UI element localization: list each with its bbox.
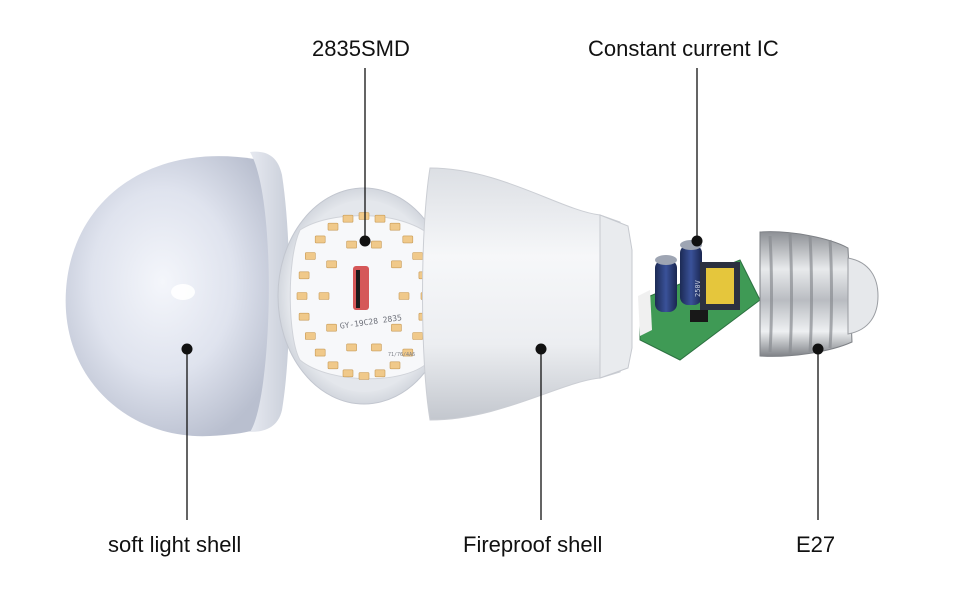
pcb-code-print: 71/76/4A6 (388, 352, 415, 358)
dot-fireproof-shell (535, 343, 547, 355)
smd-led (327, 361, 339, 370)
smd-led (296, 292, 308, 300)
smd-led (402, 348, 414, 357)
label-2835smd: 2835SMD (312, 36, 410, 61)
smd-led (298, 271, 310, 280)
smd-led (304, 252, 316, 260)
smd-led (389, 361, 401, 370)
smd-led (326, 323, 337, 332)
label-soft-light-shell: soft light shell (108, 532, 242, 557)
smd-led (314, 235, 326, 244)
smd-led (358, 212, 370, 220)
dot-soft-light-shell (181, 343, 193, 355)
driver-board: 250V (638, 240, 761, 361)
smd-led (371, 240, 382, 249)
label-fireproof-shell: Fireproof shell (463, 532, 603, 557)
callout-leaders (186, 68, 819, 520)
smd-led (342, 369, 354, 378)
smd-led (346, 343, 357, 352)
fireproof-shell (422, 167, 633, 421)
smd-led (304, 332, 316, 340)
smd-led (402, 235, 414, 244)
smd-led (342, 214, 354, 223)
e27-base (759, 231, 879, 357)
smd-led (374, 214, 386, 223)
smd-led (412, 332, 424, 340)
capacitor-print: 250V (694, 279, 702, 297)
smd-led (412, 252, 424, 260)
smd-led (318, 292, 330, 300)
smd-led (298, 312, 310, 321)
dot-e27 (812, 343, 824, 355)
smd-led (391, 260, 402, 269)
led-board: GY-19C28 2835 71/76/4A6 (277, 187, 451, 405)
soft-light-shell (65, 151, 290, 437)
dot-2835smd (359, 235, 371, 247)
smd-led (327, 222, 339, 231)
smd-led (314, 348, 326, 357)
smd-led (374, 369, 386, 378)
smd-led (326, 260, 337, 269)
callout-dots (181, 235, 824, 355)
dot-constant-current-ic (691, 235, 703, 247)
smd-led (389, 222, 401, 231)
label-constant-current-ic: Constant current IC (588, 36, 779, 61)
smd-led (346, 240, 357, 249)
smd-led (371, 343, 382, 352)
smd-led (398, 292, 410, 300)
smd-led (391, 323, 402, 332)
smd-led (358, 372, 370, 380)
label-e27: E27 (796, 532, 836, 557)
